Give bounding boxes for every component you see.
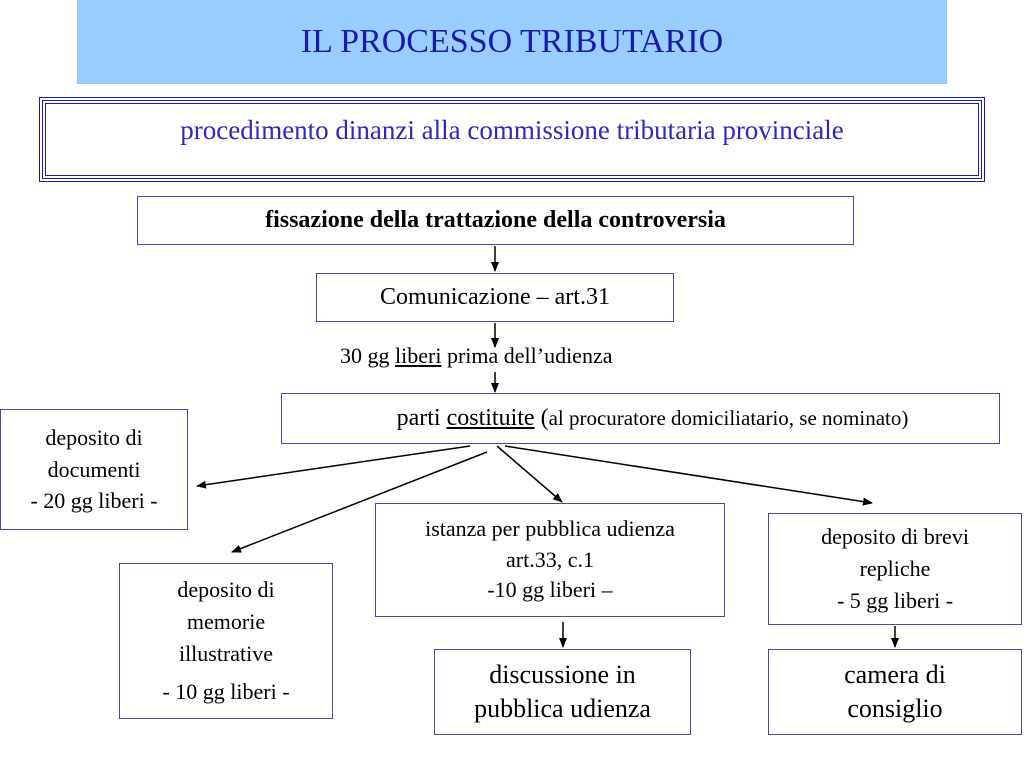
repliche-line3: - 5 gg liberi - xyxy=(836,587,954,613)
repliche-line1: deposito di brevi xyxy=(821,524,969,550)
node-fissazione-label: fissazione della trattazione della contr… xyxy=(265,206,726,233)
parti-paren: ( xyxy=(534,404,549,431)
discussione-line1: discussione in xyxy=(489,660,636,690)
page-title: IL PROCESSO TRIBUTARIO xyxy=(300,23,724,60)
repliche-line2: repliche xyxy=(859,556,931,582)
parti-before: parti xyxy=(396,404,447,431)
node-comunicazione-label: Comunicazione – art.31 xyxy=(380,283,610,310)
deposito-memorie-line1: deposito di xyxy=(177,577,275,603)
node-repliche: deposito di brevi repliche - 5 gg liberi… xyxy=(768,513,1022,625)
node-deposito-documenti: deposito di documenti - 20 gg liberi - xyxy=(0,409,188,530)
deposito-memorie-line2: memorie xyxy=(186,609,266,635)
arrow-parti-repliche xyxy=(504,445,873,506)
node-parti: parti costituite (al procuratore domicil… xyxy=(281,393,1000,444)
deposito-documenti-line2: documenti xyxy=(47,456,141,482)
deposito-memorie-line4: - 10 gg liberi - xyxy=(162,678,290,704)
arrow-parti-istanza xyxy=(496,445,563,503)
node-istanza: istanza per pubblica udienza art.33, c.1… xyxy=(375,503,725,617)
parti-underlined: costituite xyxy=(446,404,535,431)
node-deposito-memorie: deposito di memorie illustrative - 10 gg… xyxy=(119,563,333,719)
node-fissazione: fissazione della trattazione della contr… xyxy=(137,196,854,245)
termine-before: 30 gg xyxy=(340,343,395,368)
termine-after: prima dell’udienza xyxy=(441,343,613,368)
arrow-parti-deposito-memorie xyxy=(231,451,488,553)
camera-line2: consiglio xyxy=(847,694,943,723)
deposito-memorie-line3: illustrative xyxy=(178,641,274,666)
node-termine: 30 gg liberi prima dell’udienza xyxy=(316,343,716,369)
camera-line1: camera di xyxy=(844,660,946,690)
arrow-parti-deposito-documenti xyxy=(196,445,471,489)
page-subtitle: procedimento dinanzi alla commissione tr… xyxy=(180,115,844,145)
istanza-line1: istanza per pubblica udienza xyxy=(425,515,675,541)
istanza-line3: -10 gg liberi – xyxy=(487,577,613,603)
parti-small: al procuratore domiciliatario, se nomina… xyxy=(548,405,909,430)
deposito-documenti-line3: - 20 gg liberi - xyxy=(30,488,158,514)
termine-underlined: liberi xyxy=(395,343,442,368)
discussione-line2: pubblica udienza xyxy=(474,694,651,723)
subtitle-box: procedimento dinanzi alla commissione tr… xyxy=(39,97,985,182)
istanza-line2: art.33, c.1 xyxy=(506,546,594,572)
deposito-documenti-line1: deposito di xyxy=(45,424,143,450)
node-discussione: discussione in pubblica udienza xyxy=(434,649,691,735)
node-comunicazione: Comunicazione – art.31 xyxy=(316,273,674,322)
node-camera: camera di consiglio xyxy=(768,649,1022,735)
title-bar: IL PROCESSO TRIBUTARIO xyxy=(77,0,947,84)
